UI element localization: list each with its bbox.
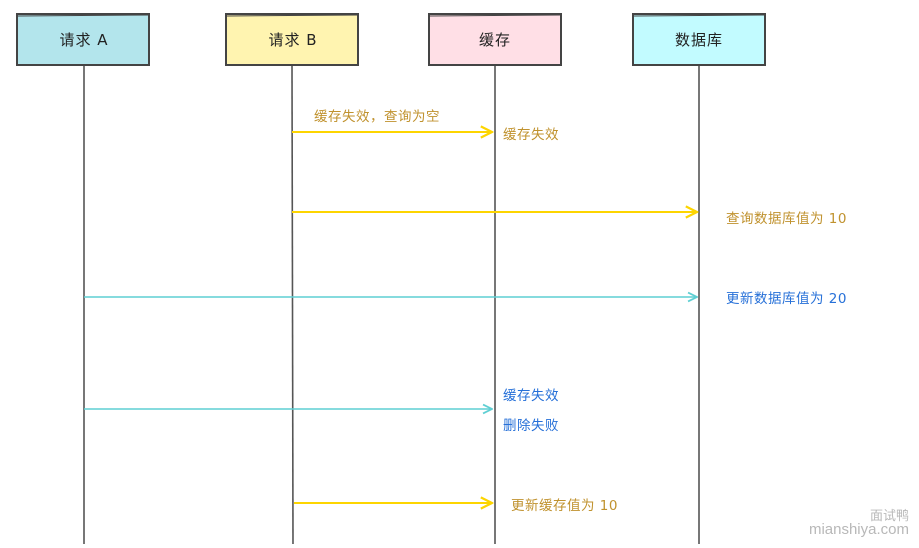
actor-label-request-a: 请求 A bbox=[59, 31, 108, 49]
lifeline-request-b bbox=[291, 65, 294, 545]
note-update-cache-value: 更新缓存值为 10 bbox=[511, 498, 618, 514]
note-update-db-value: 更新数据库值为 20 bbox=[726, 291, 847, 307]
actor-database: 数据库 bbox=[632, 13, 766, 66]
message-label-cache-miss-query-empty: 缓存失效，查询为空 bbox=[314, 109, 440, 125]
actor-cache: 缓存 bbox=[428, 13, 562, 66]
actor-label-database: 数据库 bbox=[675, 31, 723, 49]
note-cache-expired-2: 缓存失效 bbox=[503, 388, 559, 404]
note-query-db-value: 查询数据库值为 10 bbox=[726, 211, 847, 227]
actor-request-b: 请求 B bbox=[225, 13, 359, 66]
watermark-logo-text: 面试鸭 bbox=[869, 508, 909, 523]
actor-label-request-b: 请求 B bbox=[268, 31, 317, 49]
note-cache-expired: 缓存失效 bbox=[503, 127, 559, 143]
actor-label-cache: 缓存 bbox=[479, 31, 511, 49]
watermark-url: mianshiya.com bbox=[808, 521, 909, 538]
note-delete-failed: 删除失败 bbox=[503, 418, 559, 434]
actor-request-a: 请求 A bbox=[16, 13, 150, 66]
